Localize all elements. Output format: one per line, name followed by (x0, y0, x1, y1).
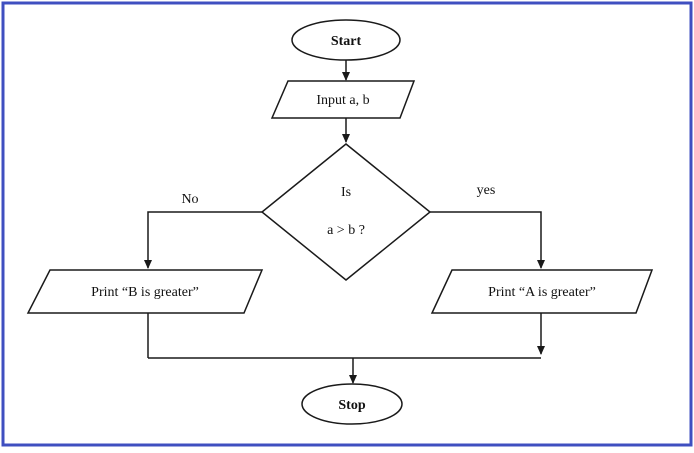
input-parallelogram (270, 80, 416, 119)
no-branch-label: No (181, 192, 198, 207)
print-a-label: Print “A is greater” (488, 285, 596, 300)
decision-diamond (260, 143, 432, 281)
yes-branch-label: yes (477, 183, 496, 198)
stop-terminator (301, 383, 403, 425)
print-b-parallelogram (26, 269, 264, 314)
print-b-label: Print “B is greater” (91, 285, 199, 300)
decision-label-line2: a > b ? (327, 223, 365, 238)
connector-yes-branch (430, 211, 545, 269)
start-label: Start (331, 34, 362, 49)
connector-no-branch (144, 211, 262, 269)
print-a-parallelogram (430, 269, 654, 314)
stop-label: Stop (338, 398, 365, 413)
decision-label-line1: Is (341, 185, 351, 200)
input-label: Input a, b (316, 93, 369, 108)
